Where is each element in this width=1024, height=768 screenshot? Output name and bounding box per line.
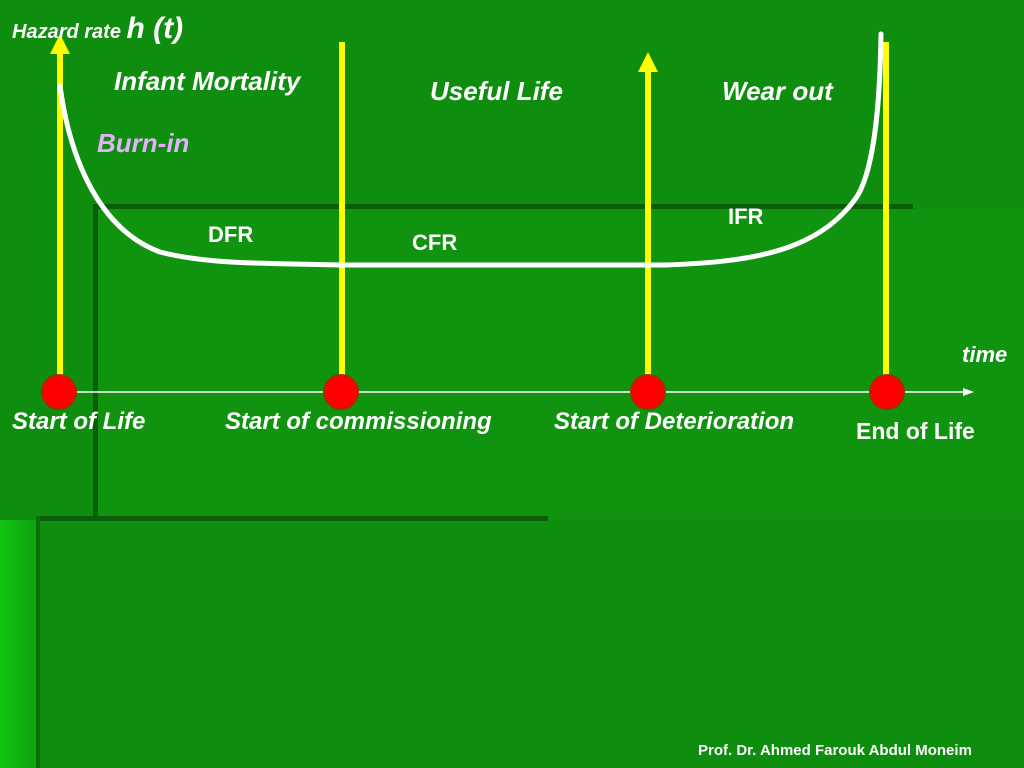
useful-life-label: Useful Life [430, 76, 563, 106]
burn-in-label: Burn-in [97, 128, 190, 158]
start-of-deterioration-label: Start of Deterioration [554, 408, 795, 435]
footer-credit: Prof. Dr. Ahmed Farouk Abdul Moneim [698, 742, 972, 759]
hazard-rate-text: Hazard rate [12, 21, 121, 43]
background-shadow-line [36, 516, 548, 521]
cfr-label: CFR [412, 230, 458, 255]
infant-mortality-label: Infant Mortality [114, 66, 301, 96]
hazard-rate-curve [57, 31, 884, 268]
start-of-life-label: Start of Life [12, 408, 146, 435]
background-shadow-line [93, 204, 98, 520]
start-of-life-marker [41, 374, 77, 410]
start-of-commissioning-label: Start of commissioning [225, 408, 492, 435]
time-axis-label: time [962, 342, 1008, 367]
deterioration-arrowhead [638, 52, 658, 72]
background-shadow-line [96, 204, 913, 209]
start-of-deterioration-marker [630, 374, 666, 410]
background-shadow-line [36, 516, 40, 768]
dfr-label: DFR [208, 222, 254, 247]
end-of-life-label: End of Life [856, 418, 975, 444]
ifr-label: IFR [728, 204, 764, 229]
end-of-life-marker [869, 374, 905, 410]
hazard-axis-arrowhead [50, 34, 70, 54]
time-axis-arrowhead [963, 388, 974, 396]
start-of-commissioning-marker [323, 374, 359, 410]
hazard-rate-symbol: h (t) [126, 12, 184, 45]
wear-out-label: Wear out [722, 76, 833, 106]
hazard-rate-axis-title: Hazard rate h (t) [12, 12, 183, 46]
background-left-strip [0, 520, 36, 768]
